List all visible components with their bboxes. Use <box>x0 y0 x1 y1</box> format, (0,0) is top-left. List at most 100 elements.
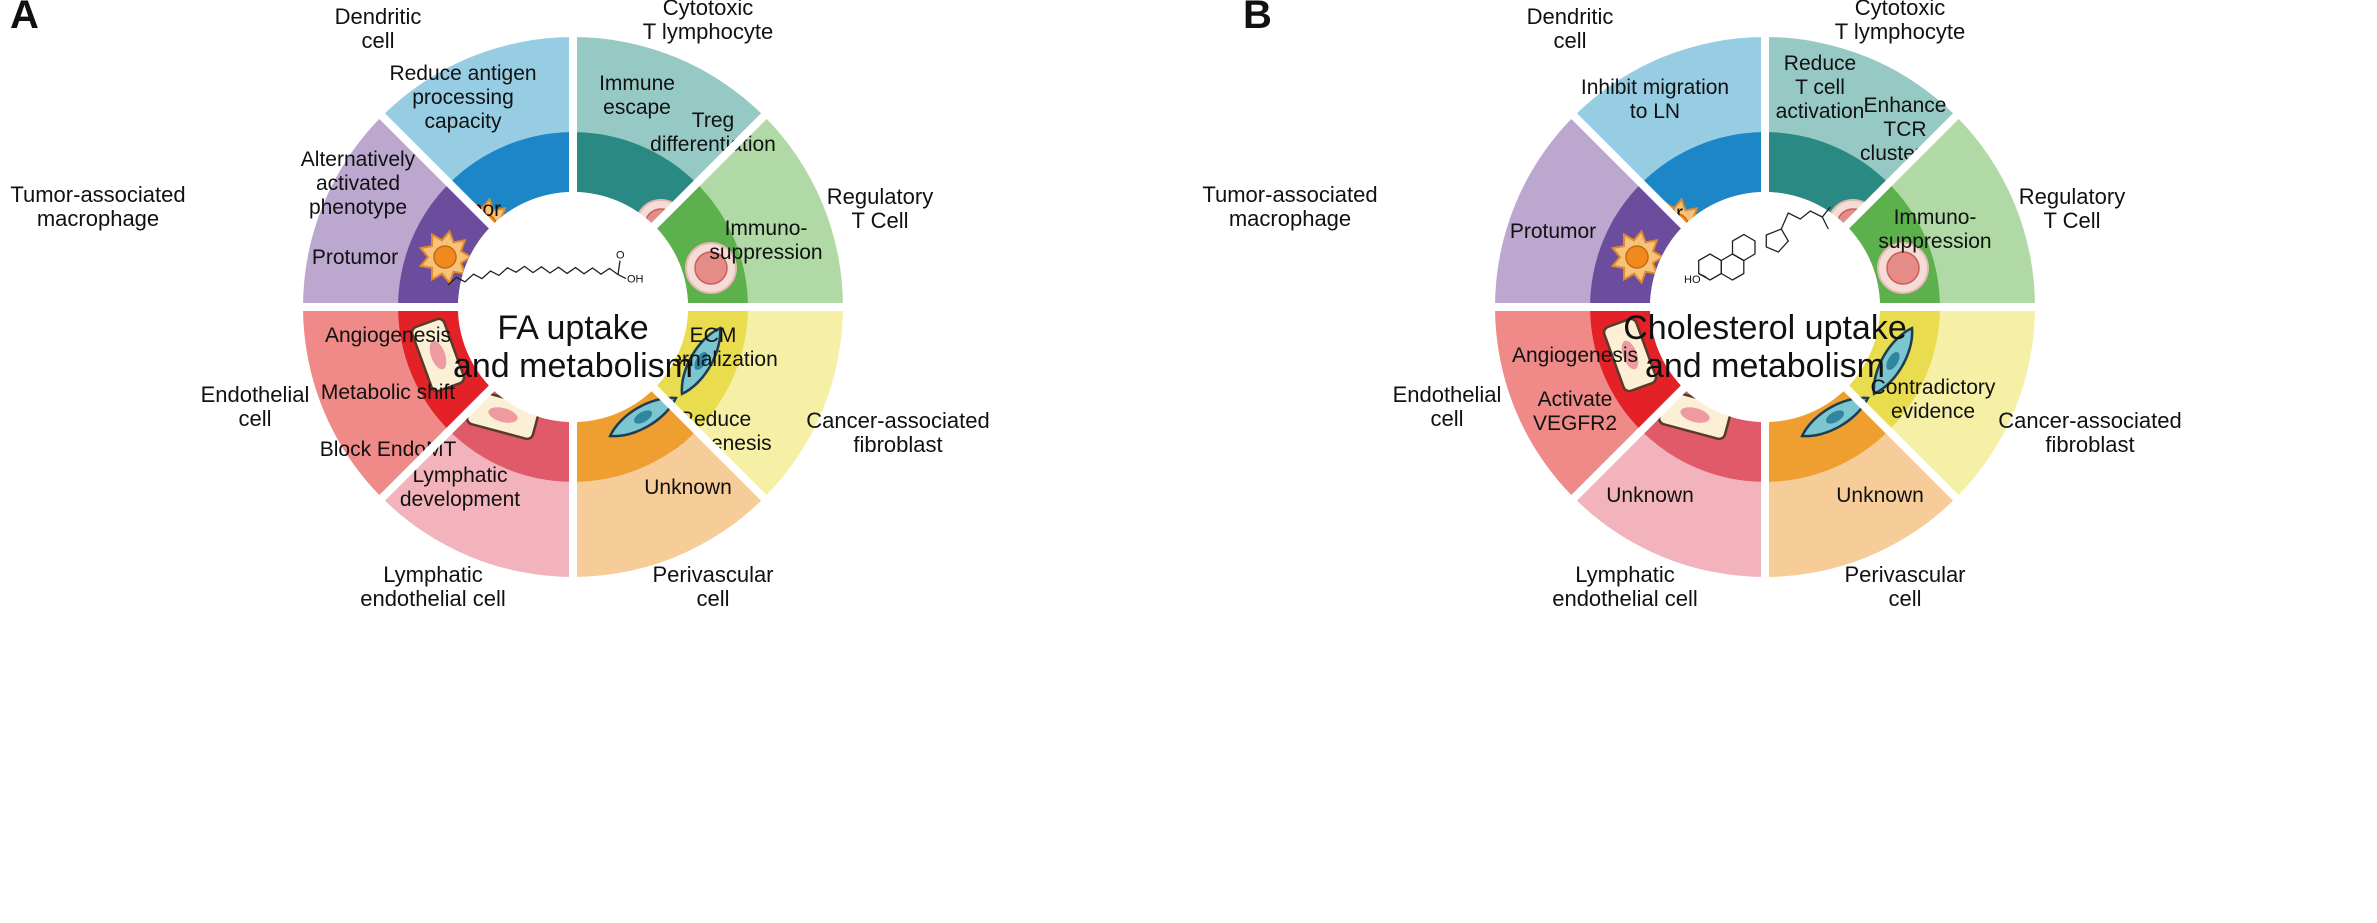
sector-treg-effect-text-line: suppression <box>709 241 822 264</box>
sector-treg-outer-ring <box>696 116 844 307</box>
sector-ctl-cell-type-label-line: Cytotoxic <box>663 0 753 20</box>
sector-ec-effect-text-line: Angiogenesis <box>325 324 451 347</box>
tam-nucleus-icon <box>433 245 457 269</box>
ring-d <box>1765 228 1790 253</box>
sector-peri-cell-type-label-line: Perivascular <box>652 562 773 587</box>
sector-ctl-effect-text-line: Enhance <box>1864 94 1947 117</box>
caf-nucleus-icon <box>694 351 708 371</box>
sector-dc-effect-text-line: Inhibit migration <box>1581 76 1729 99</box>
sector-tam-cell-type-label-line: Tumor-associated <box>10 182 185 207</box>
sector-divider <box>1842 111 1961 230</box>
sector-peri-cell-type-label-line: Perivascular <box>1844 562 1965 587</box>
peri-nucleus-icon <box>633 410 653 424</box>
sector-tam-effect-text-line: Protumor <box>312 246 398 269</box>
sector-caf-effect-text-line: ECM <box>690 324 737 347</box>
sector-dc-cell-type-label-line: Dendritic <box>1527 4 1614 29</box>
side-chain <box>1780 206 1831 230</box>
sector-divider <box>650 384 769 503</box>
sector-dc-inner-ring <box>1641 132 1765 226</box>
sector-lec-outer-ring <box>382 430 573 577</box>
sector-caf-cell-type-label-line: fibroblast <box>2045 432 2134 457</box>
sector-ec-effect-text: Metabolic shift <box>321 381 455 404</box>
sector-ec-effect-text-line: Angiogenesis <box>1512 344 1638 367</box>
sector-ec-effect-text-line: VEGFR2 <box>1533 412 1617 435</box>
fa-oxygen-label: O <box>616 250 625 262</box>
sector-lec-cell-type-label-line: Lymphatic <box>383 562 482 587</box>
sector-caf-effect-text-line: internalization <box>648 348 778 371</box>
sector-tam-effect-text-line: activated <box>316 172 400 195</box>
lec-nucleus-icon <box>1680 407 1710 423</box>
sector-lec-effect-text: Unknown <box>1606 484 1694 507</box>
sector-dc-outer-ring <box>382 37 573 184</box>
sector-ctl-outer-ring <box>1765 37 1956 184</box>
sector-peri-cell-type-label-line: cell <box>1888 586 1921 611</box>
center-disc <box>1650 192 1880 422</box>
sector-caf-outer-ring <box>696 307 844 498</box>
sector-caf-outer-ring <box>1888 307 2035 498</box>
sector-lec-cell-type-label-line: endothelial cell <box>1552 586 1698 611</box>
sector-ec-cell-type-label-line: Endothelial <box>201 382 310 407</box>
fa-hydroxyl-bond <box>617 274 627 280</box>
sector-tam-effect-text-line: Protumor <box>1510 220 1596 243</box>
sector-ec-effect-text: Angiogenesis <box>1512 344 1638 367</box>
sector-ctl-effect-text-line: TCR <box>1883 118 1926 141</box>
fa-hydroxyl-label: OH <box>627 274 644 286</box>
caf-fibroblast-icon <box>680 326 722 396</box>
sector-dc-effect-text-line: processing <box>412 86 514 109</box>
panel-letter: A <box>10 0 39 37</box>
sector-peri-effect-text-line: Unknown <box>1836 484 1924 507</box>
ec-nucleus-icon <box>1621 340 1639 370</box>
sector-caf-cell-type-label-line: Cancer-associated <box>806 408 989 433</box>
sector-lec-cell-type-label-line: endothelial cell <box>360 586 506 611</box>
sector-dc-effect-text-line: to LN <box>1630 100 1680 123</box>
sector-tam-effect-text-line: Alternatively <box>301 148 416 171</box>
sector-caf-cell-type-label-line: Cancer-associated <box>1998 408 2181 433</box>
sector-tam-outer-ring <box>1495 116 1642 307</box>
sector-dc-cell-type-label-line: cell <box>1553 28 1586 53</box>
sector-caf-effect-text-line: Contradictory <box>1871 376 1996 399</box>
sector-ec-outer-ring <box>303 307 450 498</box>
sector-ec-cell-type-label-line: Endothelial <box>1393 382 1502 407</box>
sector-ctl-outer-ring <box>573 37 764 184</box>
sector-tam-cell-type-label-line: macrophage <box>37 206 159 231</box>
sector-divider <box>1569 111 1688 230</box>
sector-treg-effect-text-line: suppression <box>1878 230 1991 253</box>
sector-caf-effect-text-line: evidence <box>1891 400 1975 423</box>
peri-fibroblast-icon <box>608 396 678 438</box>
sector-treg-effect-text: Immuno-suppression <box>709 217 822 264</box>
sector-peri-outer-ring <box>1765 430 1956 577</box>
sector-treg-cell-type-label-line: T Cell <box>851 208 908 233</box>
peri-fibroblast-icon <box>1800 396 1870 438</box>
sector-peri-cell-type-label-line: cell <box>696 586 729 611</box>
sector-lec-effect-text-line: Lymphatic <box>413 464 508 487</box>
fa-chain <box>447 265 619 286</box>
ec-nucleus-icon <box>429 340 447 370</box>
sector-peri-effect-text-line: Unknown <box>644 476 732 499</box>
sector-ec-effect-text-line: Activate <box>1538 388 1613 411</box>
sector-ec-effect-text: Angiogenesis <box>325 324 451 347</box>
panel-letter: B <box>1243 0 1272 37</box>
ho-bond <box>1698 273 1707 278</box>
sector-treg-cell-type-label-line: Regulatory <box>2019 184 2125 209</box>
sector-tam-cell-type-label-line: Tumor-associated <box>1202 182 1377 207</box>
caf-fibroblast-icon <box>1872 326 1914 396</box>
fatty-acid-structure-icon: OOH <box>447 250 644 286</box>
